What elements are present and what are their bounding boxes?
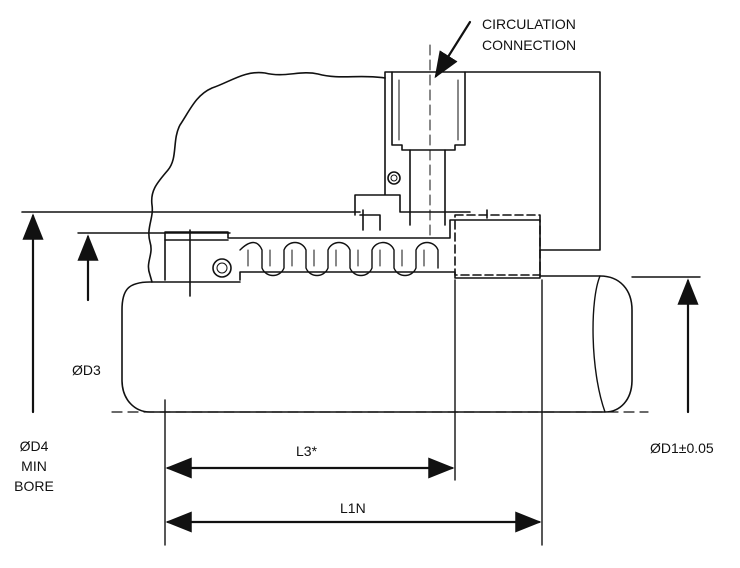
gland-oring-icon (387, 171, 401, 185)
d4-label-line1: ØD4 (19, 438, 49, 454)
gland-inner-step (354, 77, 471, 216)
l1n-label: L1N (340, 500, 366, 516)
gland-outline (384, 71, 601, 251)
sleeve-end-right (592, 275, 606, 413)
bellows-housing (164, 219, 541, 281)
rotating-collar (164, 229, 229, 297)
adaptor-dashed (454, 214, 541, 276)
d4-label-line3: BORE (14, 478, 54, 494)
seal-face (359, 209, 381, 231)
circulation-label-line2: CONNECTION (482, 37, 577, 53)
d4-label-line2: MIN (21, 458, 47, 474)
l3-label: L3* (296, 443, 318, 459)
shaft-sleeve (121, 275, 633, 413)
d3-label: ØD3 (72, 362, 101, 378)
shaft-oring-icon (212, 258, 232, 278)
port-bore (409, 149, 446, 226)
port-threads (398, 79, 459, 141)
d1-label: ØD1±0.05 (650, 440, 714, 456)
housing-break-line (147, 71, 386, 283)
circulation-leader (434, 20, 472, 79)
bellows (239, 241, 439, 277)
circulation-label-line1: CIRCULATION (482, 16, 576, 32)
port-body (391, 71, 466, 151)
